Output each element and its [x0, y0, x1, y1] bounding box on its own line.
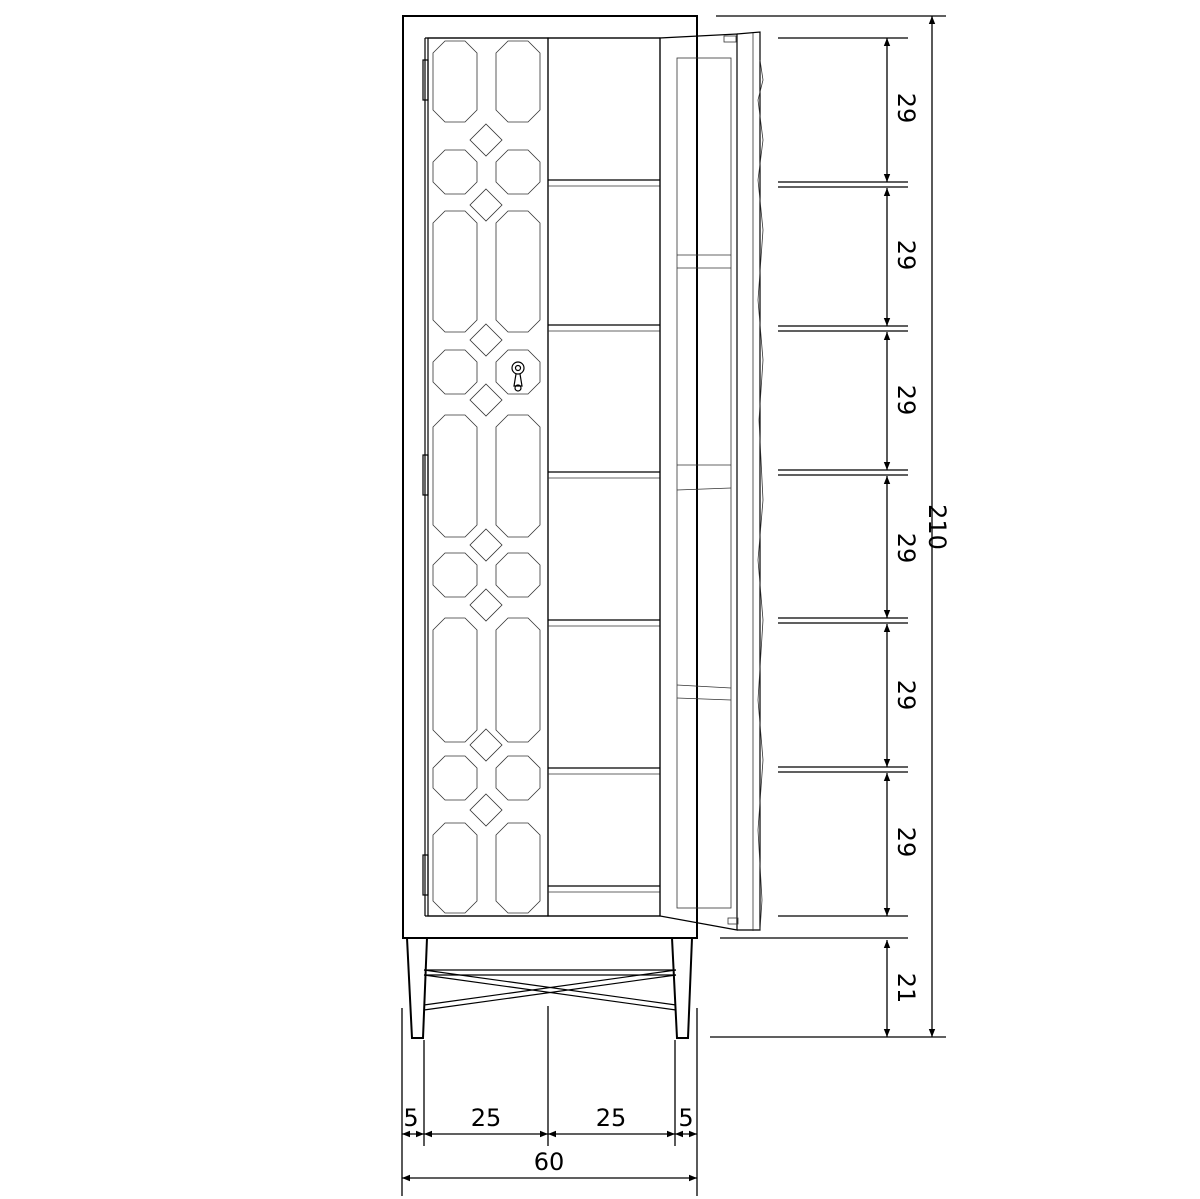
panel-small-octagon-1-0 [432, 349, 478, 395]
label-left-half: 25 [471, 1104, 502, 1132]
panel-diamond-7 [469, 793, 503, 827]
label-total-height: 210 [923, 504, 951, 550]
label-shelf-4: 29 [892, 533, 920, 564]
label-left-gap: 5 [403, 1104, 418, 1132]
vertical-dimensions: 210 29 29 29 29 29 29 21 [710, 15, 951, 1038]
keyhole-icon [511, 361, 525, 392]
leg-left [405, 936, 429, 1039]
shelf-dimension-lines [720, 37, 908, 1037]
panel-long-octagon-2-1 [495, 414, 541, 538]
left-door [427, 37, 549, 917]
right-door-inner-face [659, 33, 738, 931]
stretcher-top [424, 969, 676, 976]
octagon-pattern [432, 40, 541, 914]
panel-long-octagon-3-1 [495, 617, 541, 743]
panel-diamond-3 [469, 383, 503, 417]
right-door-glass-panel [676, 57, 732, 909]
panel-diamond-2 [469, 323, 503, 357]
right-door-edge [736, 31, 761, 931]
door-latch-bottom [727, 917, 739, 925]
stretcher-diag-2 [423, 969, 677, 1011]
label-shelf-5: 29 [892, 680, 920, 711]
door-latch-top [723, 35, 737, 43]
leg-right [670, 936, 694, 1039]
panel-small-octagon-0-0 [432, 149, 478, 195]
panel-long-octagon-4-1 [495, 822, 541, 914]
label-leg-height: 21 [892, 973, 920, 1004]
label-total-width: 60 [534, 1148, 565, 1176]
shelves [547, 37, 661, 917]
shelf-compartment [547, 37, 661, 917]
horizontal-dimensions: 5 25 25 5 60 [401, 1006, 698, 1196]
panel-long-octagon-0-1 [495, 40, 541, 123]
left-door-frame [427, 37, 549, 917]
cabinet-outer-frame [402, 15, 698, 939]
door-rail-2 [676, 464, 732, 491]
door-rail-1 [677, 254, 731, 269]
panel-long-octagon-0-0 [432, 40, 478, 123]
panel-diamond-5 [469, 588, 503, 622]
panel-small-octagon-1-1 [495, 349, 541, 395]
label-shelf-6: 29 [892, 827, 920, 858]
panel-diamond-4 [469, 528, 503, 562]
panel-small-octagon-2-1 [495, 552, 541, 598]
panel-small-octagon-3-0 [432, 755, 478, 801]
label-right-half: 25 [596, 1104, 627, 1132]
panel-long-octagon-1-1 [495, 210, 541, 333]
label-shelf-1: 29 [892, 93, 920, 124]
panel-small-octagon-2-0 [432, 552, 478, 598]
panel-long-octagon-2-0 [432, 414, 478, 538]
panel-long-octagon-1-0 [432, 210, 478, 333]
right-door-open [659, 31, 764, 931]
stretcher-diag-1 [423, 969, 677, 1011]
panel-diamond-1 [469, 188, 503, 222]
panel-long-octagon-4-0 [432, 822, 478, 914]
label-shelf-3: 29 [892, 385, 920, 416]
panel-diamond-6 [469, 728, 503, 762]
door-rail-3 [676, 684, 732, 701]
panel-small-octagon-0-1 [495, 149, 541, 195]
panel-long-octagon-3-0 [432, 617, 478, 743]
door-carved-edge [757, 59, 764, 931]
panel-small-octagon-3-1 [495, 755, 541, 801]
panel-diamond-0 [469, 123, 503, 157]
label-shelf-2: 29 [892, 240, 920, 271]
cabinet-legs [405, 936, 694, 1039]
label-right-gap: 5 [678, 1104, 693, 1132]
